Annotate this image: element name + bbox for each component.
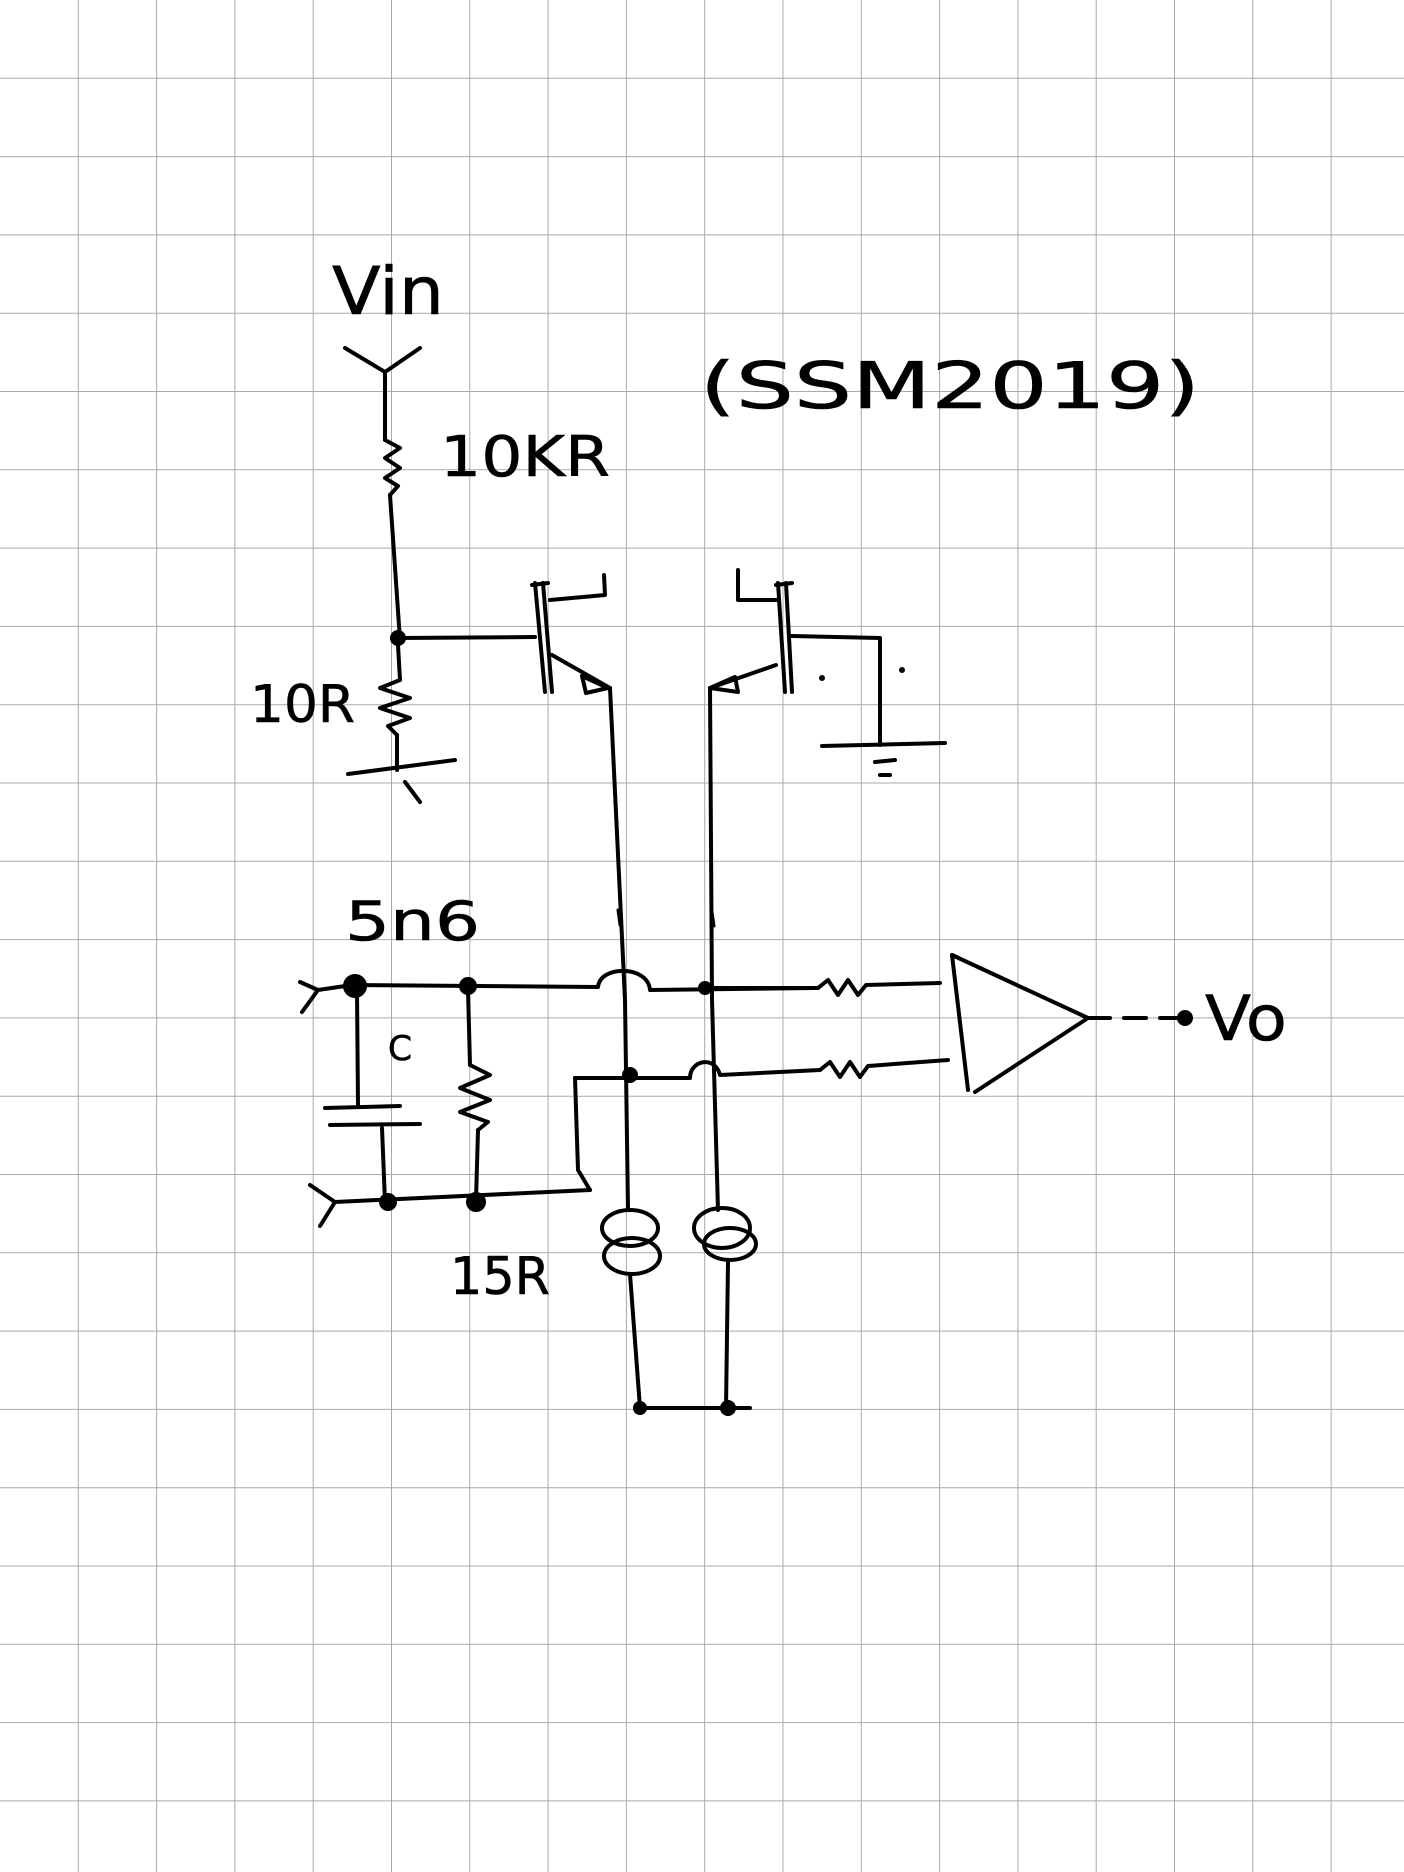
feedback-wire: [573, 1076, 592, 1192]
feedback-resistor-15r: [458, 988, 492, 1202]
part-number-label: (SSM2019): [700, 350, 1200, 424]
q2-emitter-wire: [708, 686, 720, 1212]
input-terminal-icon: [343, 346, 422, 442]
op-amp-icon: [950, 953, 1090, 1094]
upper-feed-resistor: [816, 978, 942, 997]
transistor-q1: [530, 573, 612, 695]
lower-feed-resistor: [818, 1058, 950, 1079]
input-arrow-lower-icon: [308, 1183, 337, 1228]
output-label: Vo: [1205, 982, 1287, 1055]
input-label: Vin: [332, 253, 444, 330]
q1-emitter-wire: [608, 686, 630, 1212]
shunt-resistor-label: 10R: [250, 675, 355, 735]
tail-node-left-dot: [633, 1401, 647, 1415]
bottom-right-node-dot: [466, 1192, 486, 1212]
current-source-left-icon: [600, 1208, 662, 1276]
tail-node-right-dot: [720, 1400, 736, 1416]
lower-junction-dot: [622, 1067, 638, 1083]
feedback-resistor-label: 15R: [450, 1247, 550, 1307]
bottom-left-node-dot: [379, 1193, 397, 1211]
capacitor-symbol-label: C: [388, 1029, 412, 1069]
current-source-right-icon: [692, 1206, 758, 1262]
shunt-resistor-10r: [378, 643, 412, 772]
capacitor-value-label: 5n6: [345, 890, 480, 953]
input-arrow-upper-icon: [298, 980, 320, 1014]
upper-junction-dot: [698, 981, 712, 995]
capacitor-5n6: [323, 990, 422, 1204]
lower-signal-line: [573, 1060, 822, 1080]
output-node-dot: [1177, 1010, 1193, 1026]
bottom-rail: [333, 1188, 592, 1204]
transistor-q2: [708, 568, 882, 747]
stray-mark-2: [899, 667, 905, 673]
stray-mark: [819, 675, 825, 681]
ground-symbol-left: [346, 758, 457, 804]
series-resistor-10k: [383, 438, 402, 642]
upper-signal-line: [350, 968, 817, 992]
series-resistor-label: 10KR: [440, 425, 610, 490]
left-top-node-dot: [343, 974, 367, 998]
ground-symbol-right: [820, 741, 947, 777]
